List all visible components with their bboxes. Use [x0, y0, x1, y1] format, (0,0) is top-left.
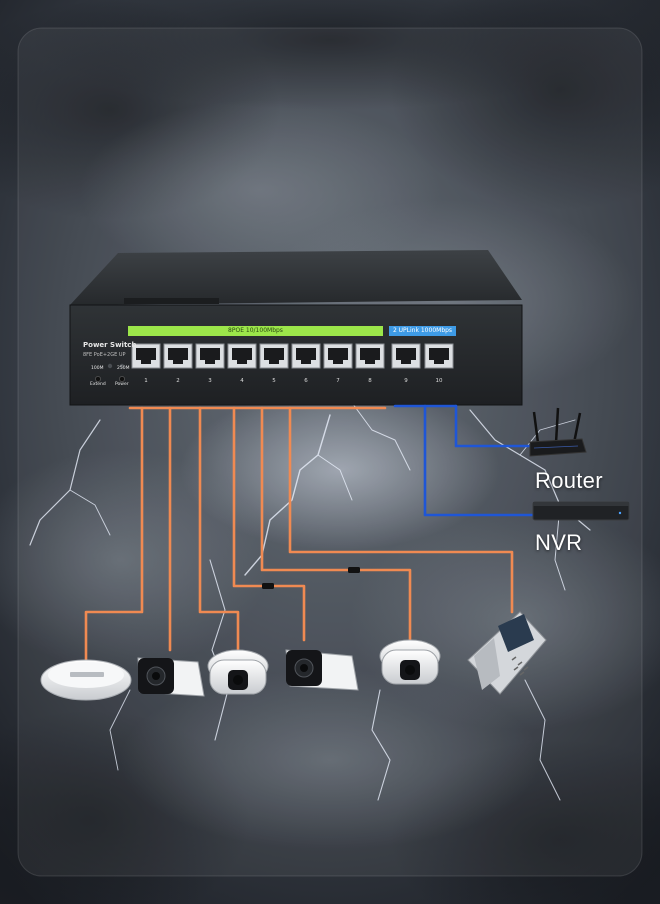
- uplink-bar: [389, 326, 456, 336]
- rj45-port-2[interactable]: [163, 343, 193, 369]
- poe-switch: [69, 250, 523, 406]
- cable-ip-phone: [288, 406, 514, 614]
- rj45-port-4[interactable]: [227, 343, 257, 369]
- led-label-250m: 250M: [117, 366, 130, 371]
- poe-bar-label: 8POE 10/100Mbps: [228, 327, 283, 334]
- router-label: Router: [535, 468, 603, 493]
- led-label-100m: 100M: [91, 366, 104, 371]
- rj45-port-8[interactable]: [355, 343, 385, 369]
- router-device: [529, 407, 587, 457]
- access-point-device: [40, 659, 132, 701]
- nvr-device: [532, 501, 630, 521]
- rj45-port-6[interactable]: [291, 343, 321, 369]
- port-number-9: 9: [404, 378, 408, 384]
- poe-splitter-2: [348, 567, 360, 573]
- port-row: [131, 343, 454, 369]
- bullet-camera-1: [137, 657, 205, 697]
- poe-bar: [128, 326, 383, 336]
- nvr-label: NVR: [535, 530, 583, 555]
- poe-splitter-1: [262, 583, 274, 589]
- switch-subtitle: 8FE PoE+2GE UP: [83, 352, 126, 358]
- cable-dome-camera-2: [260, 406, 412, 642]
- power-label: Power: [115, 382, 129, 387]
- port-number-3: 3: [208, 378, 212, 384]
- ip-phone-device: [467, 611, 547, 695]
- port-number-5: 5: [272, 378, 276, 384]
- extend-button[interactable]: [95, 376, 101, 382]
- port-number-2: 2: [176, 378, 180, 384]
- extend-label: Extend: [90, 382, 106, 387]
- rj45-port-5[interactable]: [259, 343, 289, 369]
- led-100m-indicator: [107, 363, 113, 369]
- cable-layer: [84, 404, 535, 664]
- cable-dome-camera-1: [198, 406, 240, 652]
- cable-access-point: [84, 406, 144, 664]
- led-250m-indicator: [119, 363, 125, 369]
- port-number-6: 6: [304, 378, 308, 384]
- lightning-bolts: [29, 399, 591, 801]
- rj45-port-9[interactable]: [391, 343, 421, 369]
- power-led: [119, 376, 125, 382]
- bullet-camera-2: [285, 649, 359, 691]
- rj45-port-3[interactable]: [195, 343, 225, 369]
- rj45-port-10[interactable]: [424, 343, 454, 369]
- switch-label-strip: [124, 298, 219, 304]
- rj45-port-7[interactable]: [323, 343, 353, 369]
- dome-camera-2: [379, 639, 441, 685]
- rj45-port-1[interactable]: [131, 343, 161, 369]
- port-number-4: 4: [240, 378, 244, 384]
- port-number-7: 7: [336, 378, 340, 384]
- port-number-8: 8: [368, 378, 372, 384]
- cable-nvr: [423, 404, 535, 517]
- switch-title: Power Switch: [83, 341, 137, 349]
- port-number-1: 1: [144, 378, 148, 384]
- switch-top-face: [70, 250, 522, 305]
- port-number-10: 10: [435, 378, 443, 384]
- cable-router: [454, 404, 532, 448]
- uplink-bar-label: 2 UPLink 1000Mbps: [392, 327, 453, 334]
- dome-camera-1: [207, 649, 269, 695]
